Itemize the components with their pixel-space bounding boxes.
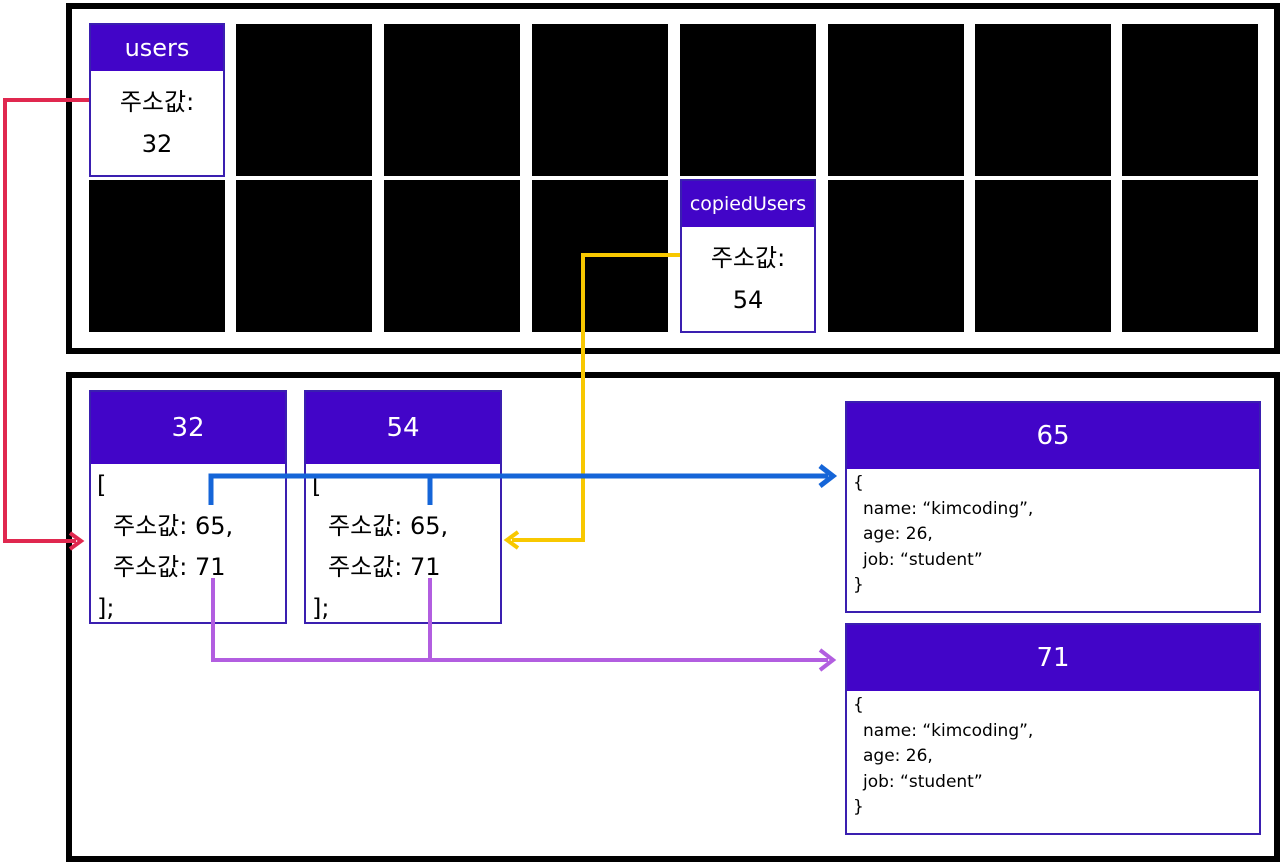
- array-item: 주소값: 71: [328, 553, 441, 581]
- object-open-brace: {: [853, 473, 864, 493]
- address-value: 32: [141, 130, 173, 158]
- copied-users-variable-name: copiedUsers: [682, 181, 814, 227]
- object-close-brace: }: [853, 797, 864, 817]
- heap-object-address: 71: [847, 625, 1259, 691]
- heap-array-32-box: 32 [ 주소값: 65, 주소값: 71 ];: [89, 390, 287, 624]
- address-label: 주소값:: [119, 88, 195, 116]
- address-label: 주소값:: [710, 244, 786, 272]
- memory-cell: [532, 180, 668, 332]
- object-property: job: “student”: [863, 771, 983, 792]
- object-property: name: “kimcoding”,: [863, 720, 1034, 741]
- array-item: 주소값: 65,: [113, 512, 234, 540]
- array-close-bracket: ];: [97, 594, 115, 622]
- heap-object-65-box: 65 { name: “kimcoding”, age: 26, job: “s…: [845, 401, 1261, 613]
- heap-object-contents: { name: “kimcoding”, age: 26, job: “stud…: [847, 469, 1259, 611]
- array-close-bracket: ];: [312, 594, 330, 622]
- memory-cell: [89, 180, 225, 332]
- heap-array-contents: [ 주소값: 65, 주소값: 71 ];: [306, 464, 500, 622]
- array-open-bracket: [: [97, 471, 107, 499]
- memory-cell: [828, 180, 964, 332]
- array-item: 주소값: 65,: [328, 512, 449, 540]
- memory-cell: [384, 180, 520, 332]
- heap-object-contents: { name: “kimcoding”, age: 26, job: “stud…: [847, 691, 1259, 833]
- memory-cell: [975, 180, 1111, 332]
- memory-cell: [828, 24, 964, 176]
- memory-cell: [1122, 24, 1258, 176]
- memory-cell: [236, 180, 372, 332]
- object-open-brace: {: [853, 695, 864, 715]
- object-property: age: 26,: [863, 524, 933, 544]
- address-value: 54: [732, 286, 764, 314]
- heap-array-contents: [ 주소값: 65, 주소값: 71 ];: [91, 464, 285, 622]
- memory-cell: [384, 24, 520, 176]
- object-property: age: 26,: [863, 746, 933, 766]
- memory-cell: [680, 24, 816, 176]
- heap-array-address: 32: [91, 392, 285, 464]
- array-open-bracket: [: [312, 471, 322, 499]
- array-item: 주소값: 71: [113, 553, 226, 581]
- copied-users-variable-value: 주소값: 54: [682, 227, 814, 331]
- object-close-brace: }: [853, 575, 864, 595]
- memory-cell: [975, 24, 1111, 176]
- copied-users-variable-box: copiedUsers 주소값: 54: [680, 179, 816, 333]
- memory-cell: [236, 24, 372, 176]
- memory-cell: [532, 24, 668, 176]
- object-property: job: “student”: [863, 549, 983, 570]
- heap-array-address: 54: [306, 392, 500, 464]
- users-variable-name: users: [91, 25, 223, 71]
- users-variable-value: 주소값: 32: [91, 71, 223, 175]
- users-variable-box: users 주소값: 32: [89, 23, 225, 177]
- heap-object-71-box: 71 { name: “kimcoding”, age: 26, job: “s…: [845, 623, 1261, 835]
- heap-array-54-box: 54 [ 주소값: 65, 주소값: 71 ];: [304, 390, 502, 624]
- object-property: name: “kimcoding”,: [863, 498, 1034, 519]
- memory-cell: [1122, 180, 1258, 332]
- heap-object-address: 65: [847, 403, 1259, 469]
